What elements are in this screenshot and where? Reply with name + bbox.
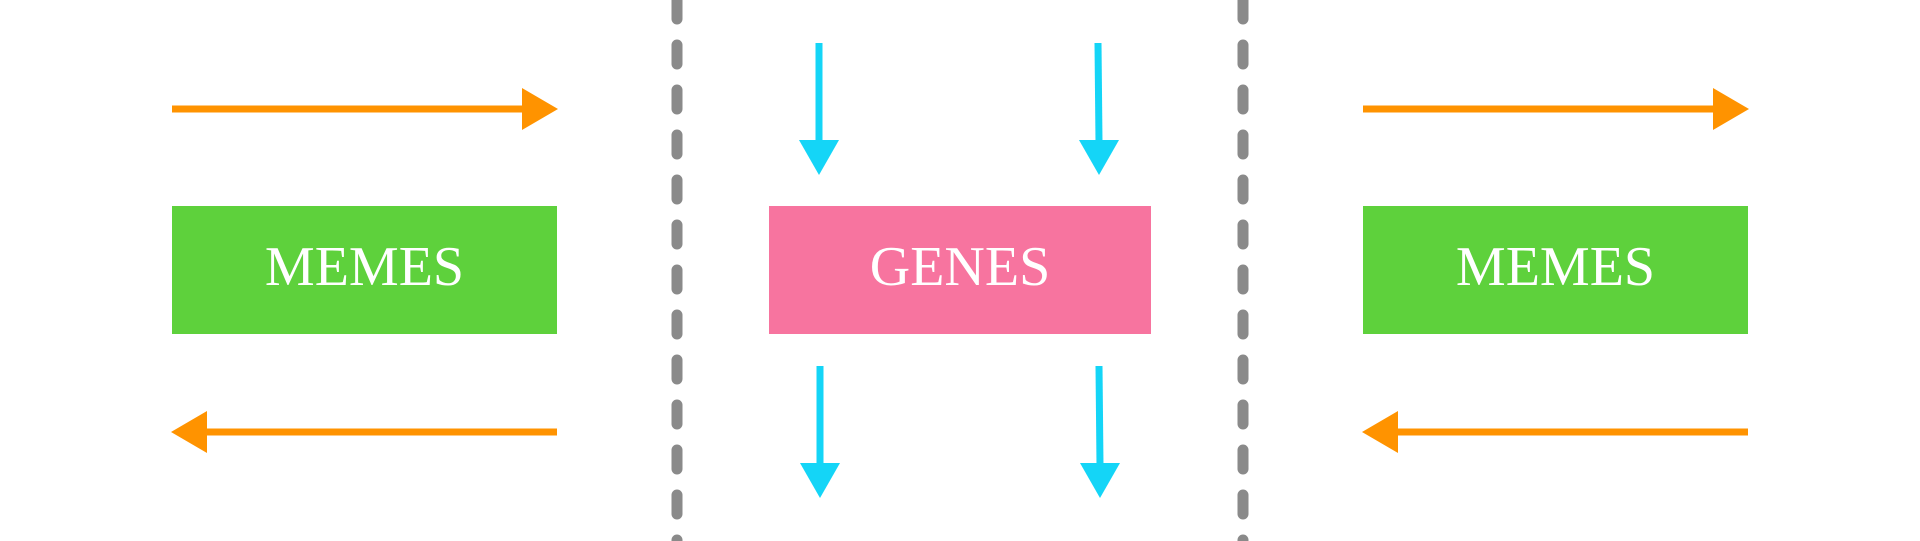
memes-box-left-label: MEMES — [265, 236, 464, 298]
center-column: GENES — [769, 42, 1151, 498]
left-column: MEMES — [171, 88, 558, 453]
genes-box — [769, 206, 1151, 334]
arrow-left-icon — [1362, 411, 1748, 453]
genes-box-label: GENES — [870, 236, 1050, 298]
arrow-right-icon — [1363, 88, 1749, 130]
arrow-down-icon — [1080, 365, 1120, 498]
arrow-right-icon — [172, 88, 558, 130]
memes-box-right-label: MEMES — [1456, 236, 1655, 298]
right-column: MEMES — [1362, 88, 1749, 453]
arrow-down-icon — [1079, 42, 1119, 175]
memes-box-left — [172, 206, 557, 334]
arrow-left-icon — [171, 411, 557, 453]
memes-box-right — [1363, 206, 1748, 334]
arrow-down-icon — [800, 366, 840, 498]
arrow-down-icon — [799, 43, 839, 175]
